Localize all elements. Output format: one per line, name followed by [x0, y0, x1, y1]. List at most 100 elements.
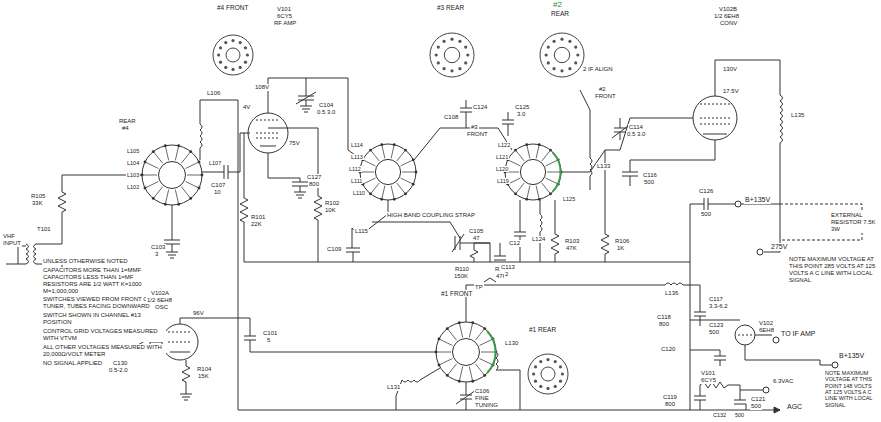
- wafer-lug: [514, 149, 517, 152]
- wafer-lug: [189, 197, 192, 200]
- wafer-rotor: [159, 162, 186, 189]
- component-label: C105: [468, 228, 484, 235]
- wafer-contact: [224, 41, 227, 44]
- wafer-contact: [219, 46, 222, 49]
- wafer-lug: [177, 203, 180, 206]
- wafer-spoke: [481, 352, 496, 353]
- wafer-spoke: [363, 160, 376, 166]
- component-label: L107: [208, 160, 222, 166]
- component-label: 500: [734, 412, 745, 418]
- component-label: #2: [598, 86, 607, 93]
- wafer-spoke: [145, 182, 159, 189]
- component-label: ALL OTHER VOLTAGES MEASURED WITH 20,000Ω…: [42, 344, 166, 358]
- wafer-spoke: [401, 178, 414, 184]
- component-label: NOTE MAXIMUM VOLTAGE AT THIS POINT 148 V…: [824, 370, 878, 408]
- wafer-lug: [549, 149, 552, 152]
- wafer-spoke: [508, 160, 521, 166]
- component-label: FRONT: [466, 131, 489, 138]
- wafer-spoke: [391, 145, 394, 159]
- component-label: L106: [206, 90, 221, 97]
- component-label: C125: [514, 104, 530, 111]
- component-label: V101: [276, 6, 292, 13]
- wafer-contact: [560, 38, 563, 41]
- component-label: 500: [750, 403, 762, 410]
- wafer-lug: [471, 321, 474, 324]
- wafer-lug: [458, 321, 461, 324]
- wafer-lug: [412, 183, 415, 186]
- component-label: FINE TUNING: [474, 395, 504, 409]
- component-label: 96V: [192, 310, 205, 317]
- component-label: C101: [262, 330, 278, 337]
- component-label: 2: [504, 271, 509, 278]
- wafer-face: [430, 33, 474, 77]
- component-label: 2 IF ALIGN: [582, 66, 614, 73]
- component-label: B+135V: [744, 196, 771, 204]
- wafer-spoke: [516, 183, 525, 194]
- component-label: NO SIGNAL APPLIED: [42, 360, 166, 367]
- component-label: R101: [250, 214, 266, 221]
- wafer-lug: [177, 144, 180, 147]
- component-label: C126: [698, 188, 714, 195]
- component-label: 500: [700, 211, 712, 218]
- wafer-lug: [483, 374, 486, 377]
- wafer-spoke: [153, 187, 162, 199]
- wafer-spoke: [516, 150, 525, 161]
- component-label: R110: [454, 266, 470, 273]
- wafer-spoke: [402, 172, 416, 173]
- wafer-spoke: [145, 162, 159, 169]
- component-label: TO IF AMP: [780, 330, 822, 338]
- wafer-lug: [404, 149, 407, 152]
- component-label: 10: [213, 189, 222, 196]
- wafer-lug: [152, 197, 155, 200]
- wafer-spoke: [469, 367, 472, 382]
- wafer-spoke: [397, 183, 406, 194]
- component-label: 5: [266, 337, 271, 344]
- wafer-contact: [547, 61, 550, 64]
- wiring: [6, 60, 862, 413]
- component-label: 800: [658, 321, 670, 328]
- component-label: C114: [628, 124, 644, 131]
- wafer-contact: [442, 67, 445, 70]
- wafer-contact: [561, 372, 564, 375]
- component-label: L136: [664, 290, 679, 297]
- component-label: L119: [496, 178, 510, 184]
- component-label: L124: [531, 236, 546, 243]
- component-label: L102: [126, 184, 140, 190]
- wafer-ring: [142, 145, 202, 205]
- wafer-lug: [471, 380, 474, 383]
- component-label: CONTROL GRID VOLTAGES MEASURED WITH VTVM: [42, 328, 166, 342]
- component-label: C116: [642, 172, 658, 179]
- wafer-contact: [532, 372, 535, 375]
- component-label: UNLESS OTHERWISE NOTED: [42, 258, 166, 265]
- wafer-spoke: [527, 145, 530, 159]
- wafer-spoke: [360, 172, 374, 173]
- component-label: C118: [656, 314, 672, 321]
- wafer-spoke: [459, 367, 462, 382]
- component-label: 108V: [254, 84, 270, 91]
- component-label: REAR: [118, 118, 137, 125]
- wafer-contact: [554, 385, 557, 388]
- wafer-spoke: [181, 187, 190, 199]
- wafer-spoke: [382, 145, 385, 159]
- wafer-contact: [244, 46, 247, 49]
- wafer-lug: [458, 380, 461, 383]
- wafer-contact: [244, 61, 247, 64]
- wafer-contact: [231, 39, 234, 42]
- component-label: L110: [352, 190, 366, 196]
- wafer-contact: [231, 68, 234, 71]
- wafer-contact: [552, 40, 555, 43]
- component-label: L105: [126, 148, 140, 154]
- component-label: R106: [614, 238, 630, 245]
- wafer-hub: [541, 367, 555, 381]
- component-label: 800: [308, 181, 320, 188]
- component-label: OSC: [154, 304, 169, 311]
- wafer-spoke: [165, 190, 168, 205]
- wafer-spoke: [186, 162, 200, 169]
- wafer-spoke: [547, 172, 561, 173]
- component-label: #2: [552, 0, 563, 9]
- component-label: 47: [472, 235, 481, 242]
- wafer-lug: [415, 171, 418, 174]
- component-label: 1K: [616, 245, 625, 252]
- wafer-lug: [201, 174, 204, 177]
